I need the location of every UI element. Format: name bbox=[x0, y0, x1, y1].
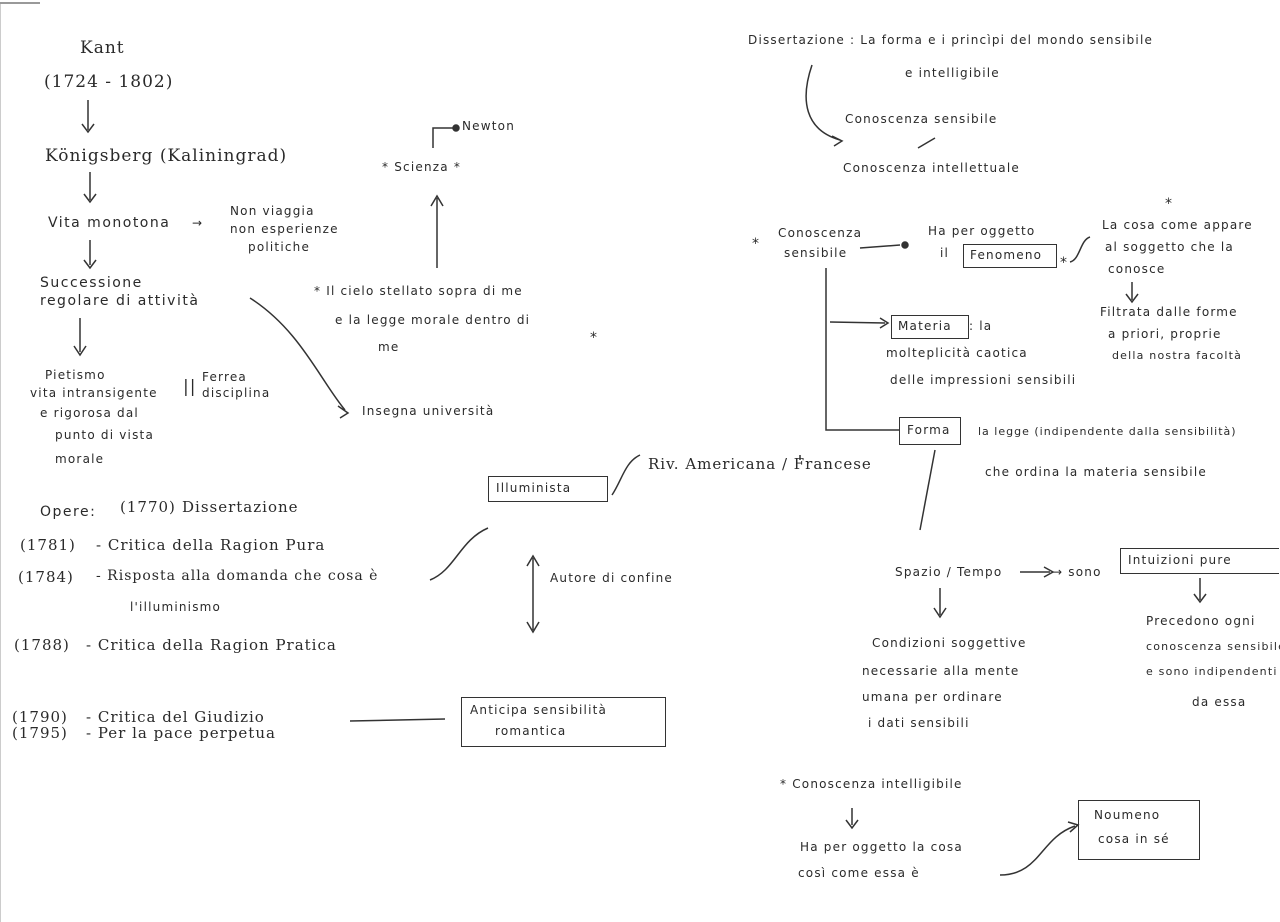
forma-def-1: la legge (indipendente dalla sensibilità… bbox=[978, 425, 1237, 438]
forma-label: Forma bbox=[907, 423, 951, 437]
ferrea-1: Ferrea bbox=[202, 370, 247, 384]
illuminista-label: Illuminista bbox=[496, 481, 572, 495]
opere-title-3: - Risposta alla domanda che cosa è bbox=[96, 568, 379, 584]
autore-label: Autore di confine bbox=[550, 571, 673, 585]
spazio-label: Spazio / Tempo bbox=[895, 565, 1003, 579]
fenomeno-star: * bbox=[1060, 255, 1069, 271]
opere-title-3b: l'illuminismo bbox=[130, 600, 222, 614]
cosa-appare-1: La cosa come appare bbox=[1102, 218, 1253, 232]
precedono-2: conoscenza sensibile bbox=[1146, 640, 1280, 653]
succ-label-1: Successione bbox=[40, 275, 143, 291]
precedono-4: da essa bbox=[1192, 695, 1247, 709]
opere-title-2: - Critica della Ragion Pura bbox=[96, 536, 326, 554]
opere-title-5: - Critica del Giudizio bbox=[86, 708, 265, 726]
intuizioni-label: Intuizioni pure bbox=[1128, 553, 1232, 567]
condizioni-1: Condizioni soggettive bbox=[872, 636, 1027, 650]
filtrata-2: a priori, proprie bbox=[1108, 327, 1222, 341]
condizioni-3: umana per ordinare bbox=[862, 690, 1003, 704]
con-sens2-star: * bbox=[752, 236, 761, 252]
precedono-1: Precedono ogni bbox=[1146, 614, 1256, 628]
con-sens2-2: sensibile bbox=[784, 246, 848, 260]
pietismo-5: morale bbox=[55, 452, 105, 466]
ha-per-2: il bbox=[940, 246, 950, 260]
opere-year-1: (1770) bbox=[120, 498, 176, 516]
materia-def-3: delle impressioni sensibili bbox=[890, 373, 1077, 387]
insegna-label: Insegna università bbox=[362, 404, 495, 418]
cielo-3: me bbox=[378, 340, 400, 354]
opere-year-3: (1784) bbox=[18, 568, 74, 586]
cosa-star: * bbox=[1165, 196, 1174, 212]
riv-label: Riv. Americana / Francese bbox=[648, 455, 872, 473]
kant-dates: (1724 - 1802) bbox=[44, 72, 174, 92]
cielo-2: e la legge morale dentro di bbox=[335, 313, 531, 327]
cosa-appare-2: al soggetto che la bbox=[1105, 240, 1234, 254]
materia-box bbox=[891, 315, 969, 339]
succ-label-2: regolare di attività bbox=[40, 293, 200, 309]
opere-title-4: - Critica della Ragion Pratica bbox=[86, 636, 337, 654]
noumeno-2: cosa in sé bbox=[1098, 832, 1170, 846]
intuizioni-box bbox=[1120, 548, 1279, 574]
ha-per-1: Ha per oggetto bbox=[928, 224, 1036, 238]
anticipa-1: Anticipa sensibilità bbox=[470, 703, 608, 717]
noumeno-box bbox=[1078, 800, 1200, 860]
fenomeno-label: Fenomeno bbox=[970, 248, 1043, 262]
pietismo-1: Pietismo bbox=[45, 368, 106, 382]
anticipa-box bbox=[461, 697, 666, 747]
con-sens2-1: Conoscenza bbox=[778, 226, 863, 240]
newton-label: Newton bbox=[462, 119, 516, 133]
precedono-3: e sono indipendenti bbox=[1146, 665, 1278, 678]
cosa-appare-3: conosce bbox=[1108, 262, 1166, 276]
materia-label: Materia bbox=[898, 319, 952, 333]
materia-def-2: molteplicità caotica bbox=[886, 346, 1028, 360]
dissertazione-1: Dissertazione : La forma e i princìpi de… bbox=[748, 33, 1154, 47]
vita-note-1: Non viaggia bbox=[230, 204, 315, 218]
sono-label: → sono bbox=[1052, 565, 1102, 579]
scienza-label: * Scienza * bbox=[382, 160, 462, 174]
opere-year-4: (1788) bbox=[14, 636, 70, 654]
vita-note-3: politiche bbox=[248, 240, 311, 254]
cielo-asterisk: * bbox=[590, 330, 599, 346]
ha-per2-1: Ha per oggetto la cosa bbox=[800, 840, 963, 854]
cielo-1: * Il cielo stellato sopra di me bbox=[314, 284, 523, 298]
opere-year-2: (1781) bbox=[20, 536, 76, 554]
con-sens-label: Conoscenza sensibile bbox=[845, 112, 998, 126]
pietismo-2: vita intransigente bbox=[30, 386, 158, 400]
filtrata-3: della nostra facoltà bbox=[1112, 349, 1243, 362]
opere-year-6: (1795) bbox=[12, 724, 68, 742]
condizioni-4: i dati sensibili bbox=[868, 716, 970, 730]
forma-box bbox=[899, 417, 961, 445]
con-intell-label: * Conoscenza intelligibile bbox=[780, 777, 963, 791]
pietismo-4: punto di vista bbox=[55, 428, 155, 442]
vita-note-2: non esperienze bbox=[230, 222, 339, 236]
forma-def-2: che ordina la materia sensibile bbox=[985, 465, 1207, 479]
vita-label: Vita monotona bbox=[48, 215, 171, 231]
anticipa-2: romantica bbox=[495, 724, 567, 738]
opere-title-1: Dissertazione bbox=[182, 498, 299, 516]
ha-per2-2: così come essa è bbox=[798, 866, 920, 880]
filtrata-1: Filtrata dalle forme bbox=[1100, 305, 1238, 319]
opere-label: Opere: bbox=[40, 504, 97, 520]
dissertazione-2: e intelligibile bbox=[905, 66, 1000, 80]
con-int-label: Conoscenza intellettuale bbox=[843, 161, 1020, 175]
materia-def-1: : la bbox=[969, 319, 993, 333]
noumeno-1: Noumeno bbox=[1094, 808, 1161, 822]
ferrea-2: disciplina bbox=[202, 386, 271, 400]
opere-title-6: - Per la pace perpetua bbox=[86, 724, 276, 742]
vita-arrow: → bbox=[192, 216, 204, 230]
pietismo-3: e rigorosa dal bbox=[40, 406, 139, 420]
kant-title: Kant bbox=[80, 38, 125, 58]
city-label: Königsberg (Kaliningrad) bbox=[45, 146, 288, 166]
opere-year-5: (1790) bbox=[12, 708, 68, 726]
fenomeno-box bbox=[963, 244, 1057, 268]
separator: || bbox=[183, 377, 197, 397]
illuminista-box bbox=[488, 476, 608, 502]
condizioni-2: necessarie alla mente bbox=[862, 664, 1020, 678]
